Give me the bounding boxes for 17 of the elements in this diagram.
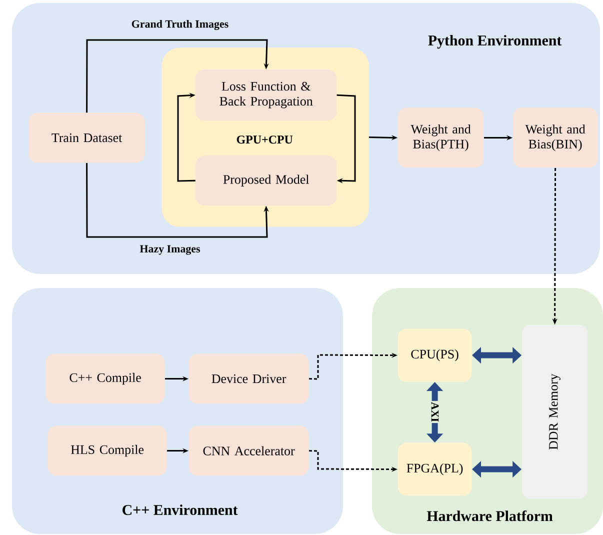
process-box: C++ Compile xyxy=(46,354,165,404)
edge-label: Grand Truth Images xyxy=(130,18,230,31)
process-box: Loss Function & Back Propagation xyxy=(196,70,337,121)
process-box: CNN Accelerator xyxy=(188,426,309,476)
arrow xyxy=(336,94,356,184)
process-box: Weight and Bias(PTH) xyxy=(398,108,484,168)
process-box: Device Driver xyxy=(188,354,309,404)
process-box: Weight and Bias(BIN) xyxy=(512,108,598,168)
process-box: Train Dataset xyxy=(28,112,145,163)
fpga-box: FPGA(PL) xyxy=(398,442,472,496)
edge-label: Hazy Images xyxy=(138,244,202,256)
process-box: HLS Compile xyxy=(48,426,167,476)
process-box: Proposed Model xyxy=(196,156,337,206)
arrow xyxy=(86,39,269,113)
arrow xyxy=(177,92,196,182)
cpu-box: CPU(PS) xyxy=(398,328,472,382)
memory-box: DDR Memory xyxy=(522,324,588,499)
